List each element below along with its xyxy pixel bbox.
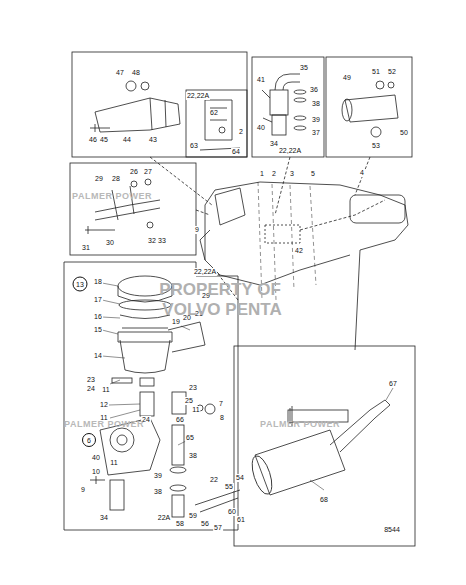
callout-number: 51 (371, 68, 381, 76)
callout-number: 39 (153, 472, 163, 480)
callout-number: 1 (259, 170, 265, 178)
callout-number: 25 (184, 397, 194, 405)
callout-number: 46 (88, 136, 98, 144)
watermark: PROPERTY OF (158, 286, 282, 294)
callout-number: 65 (185, 434, 195, 442)
callout-number: 41 (256, 76, 266, 84)
callout-number: 9 (80, 486, 86, 494)
callout-number: 12 (99, 401, 109, 409)
callout-number: 11 (101, 386, 110, 394)
callout-number: 58 (175, 520, 185, 528)
callout-number: 34 (99, 514, 109, 522)
callout-number: 6 (87, 437, 91, 444)
watermark: PALMER POWER (71, 192, 153, 200)
callout-number: 30 (105, 239, 115, 247)
callout-number: 26 (129, 168, 139, 176)
callout-number: 13 (76, 281, 84, 288)
callout-number: 54 (235, 474, 245, 482)
callout-number: 14 (93, 352, 103, 360)
callout-number: 22,22A (193, 268, 217, 276)
callout-number: 11 (109, 459, 118, 467)
callout-number: 48 (131, 69, 141, 77)
callout-number: 67 (388, 380, 398, 388)
callout-number: 3 (289, 170, 295, 178)
callout-number: 40 (256, 124, 266, 132)
callout-number: 22A (157, 514, 171, 522)
callout-number: 4 (359, 169, 365, 177)
watermark: VOLVO PENTA (161, 306, 282, 314)
callout-number: 55 (224, 483, 234, 491)
callout-number: 16 (93, 313, 103, 321)
callout-number: 7 (218, 400, 224, 408)
callout-number: 10 (91, 468, 101, 476)
callout-number: 39 (311, 116, 321, 124)
callout-number: 24 (86, 385, 96, 393)
callout-number: 20 (182, 314, 192, 322)
callout-number: 43 (148, 136, 158, 144)
callout-number: 22,22A (278, 147, 302, 155)
callout-number: 47 (115, 69, 125, 77)
callout-number: 32 (147, 237, 157, 245)
callout-circle: 6 (82, 433, 96, 447)
callout-number: 38 (188, 452, 198, 460)
callout-number: 8 (219, 414, 225, 422)
callout-number: 22 (209, 476, 219, 484)
callout-number: 64 (231, 148, 241, 156)
watermark: PALMER POWER (259, 420, 341, 428)
callout-number: 57 (213, 524, 223, 532)
callout-number: 49 (342, 74, 352, 82)
callout-number: 60 (227, 508, 237, 516)
callout-number: 66 (175, 416, 185, 424)
callout-circle: 13 (73, 277, 88, 292)
callout-number: 23 (86, 376, 96, 384)
callout-number: 5 (310, 170, 316, 178)
watermark: PALMER POWER (63, 420, 145, 428)
callout-number: 68 (319, 496, 329, 504)
callout-number: 17 (93, 296, 103, 304)
callout-number: 61 (236, 516, 246, 524)
callout-number: 44 (122, 136, 132, 144)
callout-number: 2 (238, 128, 244, 136)
callout-number: 9 (194, 226, 200, 234)
callout-number: 15 (93, 326, 103, 334)
callout-number: 62 (209, 109, 219, 117)
callout-number: 23 (188, 384, 198, 392)
callout-number: 38 (311, 100, 321, 108)
callout-number: 42 (294, 247, 304, 255)
callout-number: 52 (387, 68, 397, 76)
callout-number: 8544 (383, 526, 401, 534)
callout-number: 11 (191, 406, 200, 414)
callout-number: 29 (94, 175, 104, 183)
callout-number: 33 (157, 237, 167, 245)
callout-number: 53 (371, 142, 381, 150)
callout-number: 40 (91, 454, 101, 462)
callout-number: 22,22A (186, 92, 210, 100)
callout-number: 59 (188, 512, 198, 520)
callout-number: 36 (309, 86, 319, 94)
callout-number: 28 (111, 175, 121, 183)
callout-number: 50 (399, 129, 409, 137)
callout-number: 38 (153, 488, 163, 496)
callout-number: 45 (99, 136, 109, 144)
callout-number: 2 (271, 170, 277, 178)
callout-number: 63 (189, 142, 199, 150)
callout-number: 56 (200, 520, 210, 528)
callout-number: 31 (81, 244, 91, 252)
callout-number: 35 (299, 64, 309, 72)
callout-number: 18 (93, 278, 103, 286)
callout-number: 37 (311, 129, 321, 137)
callout-number: 19 (171, 318, 181, 326)
callout-number: 27 (143, 168, 153, 176)
